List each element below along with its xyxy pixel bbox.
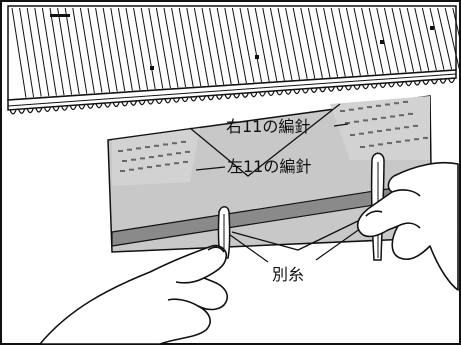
- right-hand: [356, 161, 459, 291]
- label-right-11th-needle: 右11の編針: [226, 117, 310, 136]
- needle-bed: [7, 5, 461, 101]
- bed-rail: [7, 69, 457, 111]
- left-hand: [39, 244, 229, 345]
- knitted-fabric: [107, 95, 433, 253]
- label-waste-yarn: 別糸: [272, 265, 304, 284]
- leader-lines: [195, 123, 365, 263]
- sinker-teeth: [9, 78, 456, 115]
- label-left-11th-needle: 左11の編針: [227, 157, 311, 176]
